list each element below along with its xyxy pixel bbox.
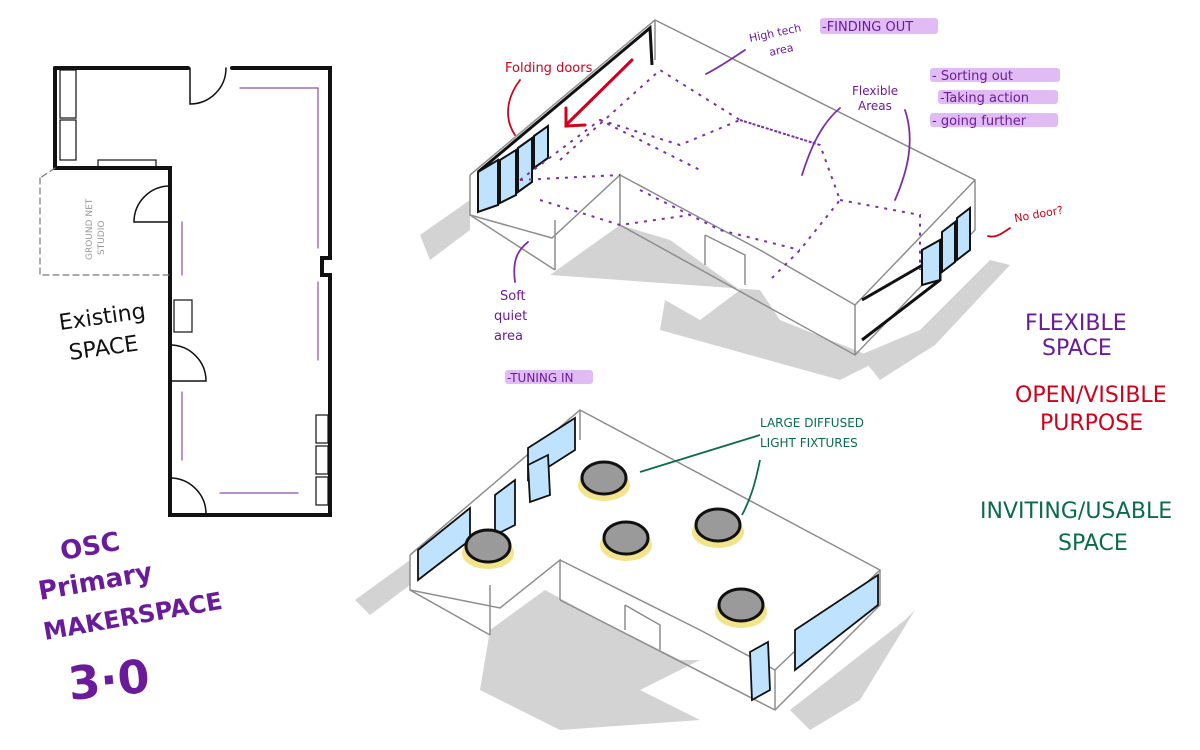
design-principles: FLEXIBLE SPACE OPEN/VISIBLE PURPOSE INVI… xyxy=(980,311,1172,556)
principle-inviting-line1: INVITING/USABLE xyxy=(980,499,1172,524)
list-highlight-1 xyxy=(930,68,1060,82)
existing-label-line2: SPACE xyxy=(67,331,140,365)
principle-flexible-line2: SPACE xyxy=(1042,336,1112,361)
plan-dashed-room xyxy=(39,167,56,179)
list-item-1: - Sorting out xyxy=(932,69,1013,84)
bottom-windows xyxy=(417,416,879,702)
bottom-sketch xyxy=(355,409,915,730)
project-title: OSC Primary MAKERSPACE 3·0 xyxy=(36,527,224,711)
plan-door xyxy=(189,67,227,105)
plan-outer-wall xyxy=(53,66,332,517)
top-dark-wall xyxy=(477,24,654,174)
plan-storage xyxy=(315,414,329,444)
folding-doors-right xyxy=(921,205,971,287)
room-label: GROUND NET STUDIO xyxy=(85,198,107,260)
existing-space-label: Existing SPACE xyxy=(57,299,147,366)
bottom-ground-shadow xyxy=(790,610,915,730)
top-walls xyxy=(469,19,977,356)
plan-sink xyxy=(173,299,193,333)
top-ground-shadow xyxy=(420,200,470,260)
light-fixtures xyxy=(462,460,767,628)
tuning-in-label: -TUNING IN xyxy=(507,371,573,385)
title-line1: OSC xyxy=(58,527,122,567)
light-fixture xyxy=(580,460,628,496)
bottom-labels: -TUNING IN LARGE DIFFUSED LIGHT FIXTURES xyxy=(505,370,864,450)
light-fixture xyxy=(602,520,650,556)
soft-quiet-label-line2: quiet xyxy=(494,309,527,324)
soft-quiet-label-line3: area xyxy=(494,329,523,344)
existing-label-line1: Existing xyxy=(57,299,147,336)
high-tech-label-line2: area xyxy=(768,41,795,59)
flexible-areas-label-line2: Areas xyxy=(858,99,892,113)
list-highlight-2 xyxy=(938,90,1058,104)
folding-doors-arrow xyxy=(564,58,634,128)
list-item-3: - going further xyxy=(932,114,1027,129)
bottom-ground-shadow xyxy=(355,560,410,615)
plan-storage xyxy=(315,445,329,475)
light-fixture xyxy=(717,587,765,623)
plan-door xyxy=(169,477,207,515)
fixtures-label-line1: LARGE DIFFUSED xyxy=(760,416,864,430)
top-ground-shadow xyxy=(860,260,1010,380)
top-zone-dividers xyxy=(519,68,921,281)
light-fixture xyxy=(464,528,512,564)
bottom-ground-shadow xyxy=(480,590,700,730)
finding-out-label: -FINDING OUT xyxy=(822,20,913,35)
folding-doors-label: Folding doors xyxy=(505,61,593,76)
plan-dashed-room xyxy=(39,177,171,276)
plan-door xyxy=(169,344,207,382)
plan-dim-line xyxy=(239,87,319,249)
finding-out-highlight xyxy=(820,18,938,34)
tuning-in-highlight xyxy=(505,370,593,384)
plan-bench xyxy=(97,159,157,168)
principle-open-line1: OPEN/VISIBLE xyxy=(1015,383,1167,408)
room-label-line1: GROUND NET xyxy=(85,198,95,260)
flexible-areas-label-line1: Flexible xyxy=(852,84,898,98)
title-line4: 3·0 xyxy=(66,649,153,711)
light-fixture xyxy=(694,507,742,543)
principle-inviting-line2: SPACE xyxy=(1058,531,1128,556)
plan-cupboard xyxy=(59,119,77,161)
plan-cupboard xyxy=(59,69,77,119)
list-item-2: -Taking action xyxy=(940,91,1029,106)
no-door-label: No door? xyxy=(1013,204,1064,225)
soft-quiet-label-line1: Soft xyxy=(500,289,526,304)
principle-flexible-line1: FLEXIBLE xyxy=(1025,311,1127,336)
room-label-line2: STUDIO xyxy=(97,221,107,255)
fixture-pointers xyxy=(639,434,761,516)
fixtures-label-line2: LIGHT FIXTURES xyxy=(760,436,858,450)
top-ground-shadow xyxy=(550,225,880,380)
plan-storage xyxy=(315,476,329,506)
top-sketch xyxy=(420,19,1011,380)
list-highlight-3 xyxy=(930,113,1058,127)
title-line2: Primary xyxy=(36,557,155,607)
principle-open-line2: PURPOSE xyxy=(1040,411,1143,436)
high-tech-label-line1: High tech xyxy=(748,21,802,45)
plan-door xyxy=(133,185,171,223)
annotation-arrows xyxy=(507,49,1011,283)
floor-plan xyxy=(39,66,332,517)
